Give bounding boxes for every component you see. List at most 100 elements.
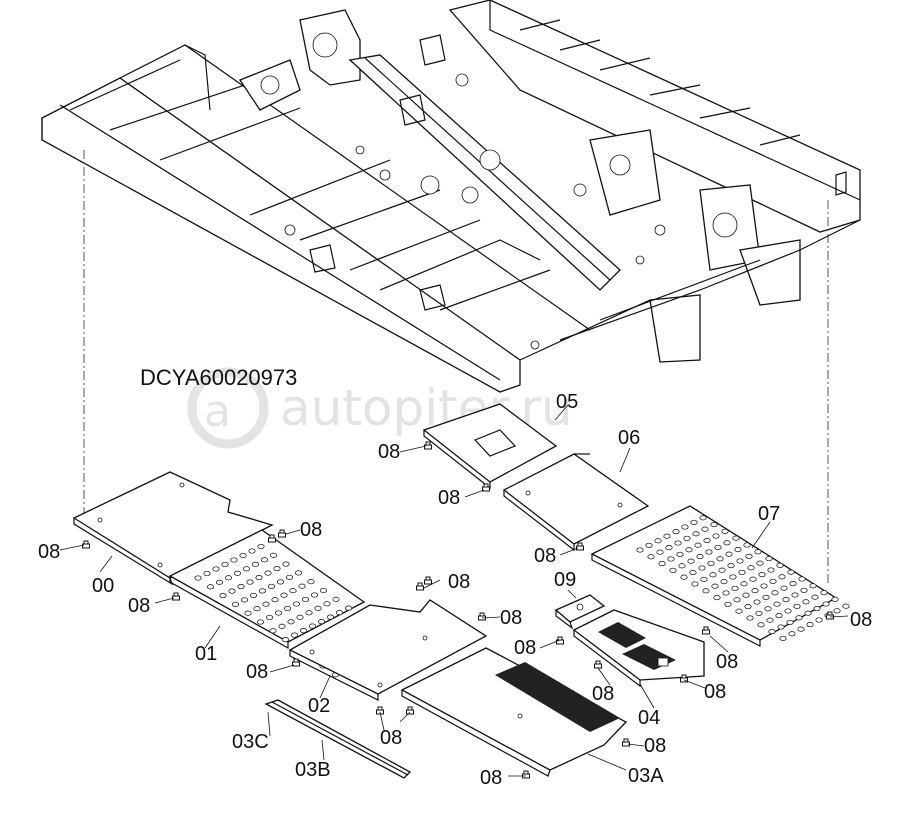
- label-08-h[interactable]: 08: [514, 637, 536, 659]
- perforation-hole: [707, 560, 715, 566]
- perforation-hole: [721, 528, 729, 534]
- perforation-hole: [716, 556, 724, 562]
- label-08-b[interactable]: 08: [128, 595, 150, 617]
- perforation-hole: [760, 583, 768, 589]
- label-02[interactable]: 02: [308, 695, 330, 717]
- bracket-09[interactable]: [554, 594, 606, 630]
- perforation-hole: [747, 565, 755, 571]
- label-08-g[interactable]: 08: [500, 607, 522, 629]
- label-08-k[interactable]: 08: [534, 545, 556, 567]
- label-08-e[interactable]: 08: [300, 519, 322, 541]
- perforation-hole: [765, 556, 773, 562]
- perforation-hole: [654, 538, 662, 544]
- strip-03B[interactable]: [264, 699, 412, 779]
- label-08-f[interactable]: 08: [448, 571, 470, 593]
- perforation-hole: [269, 628, 277, 634]
- perforation-hole: [791, 592, 799, 598]
- perforation-hole: [281, 637, 290, 643]
- perforation-hole: [690, 519, 698, 525]
- perforation-hole: [702, 588, 710, 594]
- cover-plate-02[interactable]: [288, 599, 488, 701]
- label-03A[interactable]: 03A: [628, 765, 664, 787]
- perforation-hole: [735, 608, 743, 614]
- perforation-hole: [732, 535, 740, 541]
- perforation-hole: [725, 551, 733, 557]
- perforation-hole: [797, 626, 805, 632]
- perforation-hole: [722, 590, 730, 596]
- label-03B[interactable]: 03B: [295, 759, 331, 781]
- perforation-hole: [802, 599, 810, 605]
- perforation-hole: [766, 617, 774, 623]
- perforation-hole: [285, 574, 294, 580]
- label-07[interactable]: 07: [758, 503, 780, 525]
- cover-plate-03A[interactable]: [400, 647, 628, 777]
- perforation-hole: [319, 587, 328, 594]
- label-00[interactable]: 00: [92, 575, 114, 597]
- label-08-l[interactable]: 08: [850, 609, 872, 631]
- perforation-hole: [723, 540, 731, 546]
- perforation-hole: [674, 540, 682, 546]
- perforation-hole: [753, 599, 761, 605]
- perforation-hole: [789, 581, 797, 587]
- perforation-hole: [800, 587, 808, 593]
- bolt-icon: [416, 582, 424, 591]
- perforation-hole: [265, 614, 274, 621]
- perforation-hole: [795, 615, 803, 621]
- label-05[interactable]: 05: [556, 391, 578, 413]
- label-09[interactable]: 09: [554, 569, 576, 591]
- label-08-q[interactable]: 08: [480, 767, 502, 789]
- perforation-hole: [742, 592, 750, 598]
- label-04[interactable]: 04: [638, 707, 660, 729]
- perforation-hole: [264, 570, 272, 576]
- label-03C[interactable]: 03C: [232, 731, 269, 753]
- bolt-icon: [826, 611, 834, 620]
- perforation-hole: [689, 570, 697, 576]
- label-01[interactable]: 01: [195, 643, 217, 665]
- perforation-hole: [257, 543, 265, 550]
- perforation-hole: [258, 588, 267, 594]
- label-08-m[interactable]: 08: [716, 651, 738, 673]
- perforation-hole: [294, 570, 303, 576]
- perforation-hole: [230, 557, 238, 563]
- perforation-hole: [762, 594, 770, 600]
- perforation-hole: [685, 547, 693, 553]
- label-08-c[interactable]: 08: [246, 661, 268, 683]
- label-08-o[interactable]: 08: [592, 683, 614, 705]
- cover-plate-04[interactable]: [572, 609, 705, 688]
- perforation-hole: [798, 576, 806, 582]
- perforation-hole: [764, 606, 772, 612]
- perforation-hole: [727, 563, 735, 569]
- perforated-plate-07[interactable]: [590, 505, 850, 647]
- label-08-p[interactable]: 08: [644, 735, 666, 757]
- perforation-hole: [813, 606, 821, 612]
- perforation-hole: [233, 570, 242, 576]
- perforation-hole: [332, 596, 340, 602]
- bolt-icon: [482, 483, 490, 492]
- label-06[interactable]: 06: [618, 427, 640, 449]
- label-08-i[interactable]: 08: [378, 441, 400, 463]
- perforation-hole: [699, 515, 707, 521]
- perforation-hole: [731, 585, 739, 591]
- leader-lines: [59, 404, 849, 777]
- bolt-icon: [424, 576, 432, 585]
- label-08-a[interactable]: 08: [38, 541, 60, 563]
- plate-07-holes: [636, 515, 850, 641]
- perforation-hole: [692, 531, 700, 537]
- cover-plate-05[interactable]: [422, 403, 558, 490]
- label-08-j[interactable]: 08: [438, 487, 460, 509]
- bolt-icon: [82, 540, 90, 549]
- perforation-hole: [683, 535, 691, 541]
- perforation-hole: [842, 603, 850, 609]
- label-08-d[interactable]: 08: [380, 727, 402, 749]
- label-08-n[interactable]: 08: [704, 681, 726, 703]
- perforation-hole: [298, 583, 306, 589]
- cover-plate-06[interactable]: [502, 453, 650, 552]
- perforation-hole: [206, 584, 215, 590]
- perforation-hole: [253, 606, 261, 612]
- perforation-hole: [246, 579, 254, 585]
- bolt-icon: [478, 612, 486, 621]
- bolt-icon: [406, 706, 414, 715]
- perforation-hole: [756, 560, 764, 566]
- perforation-hole: [290, 632, 299, 638]
